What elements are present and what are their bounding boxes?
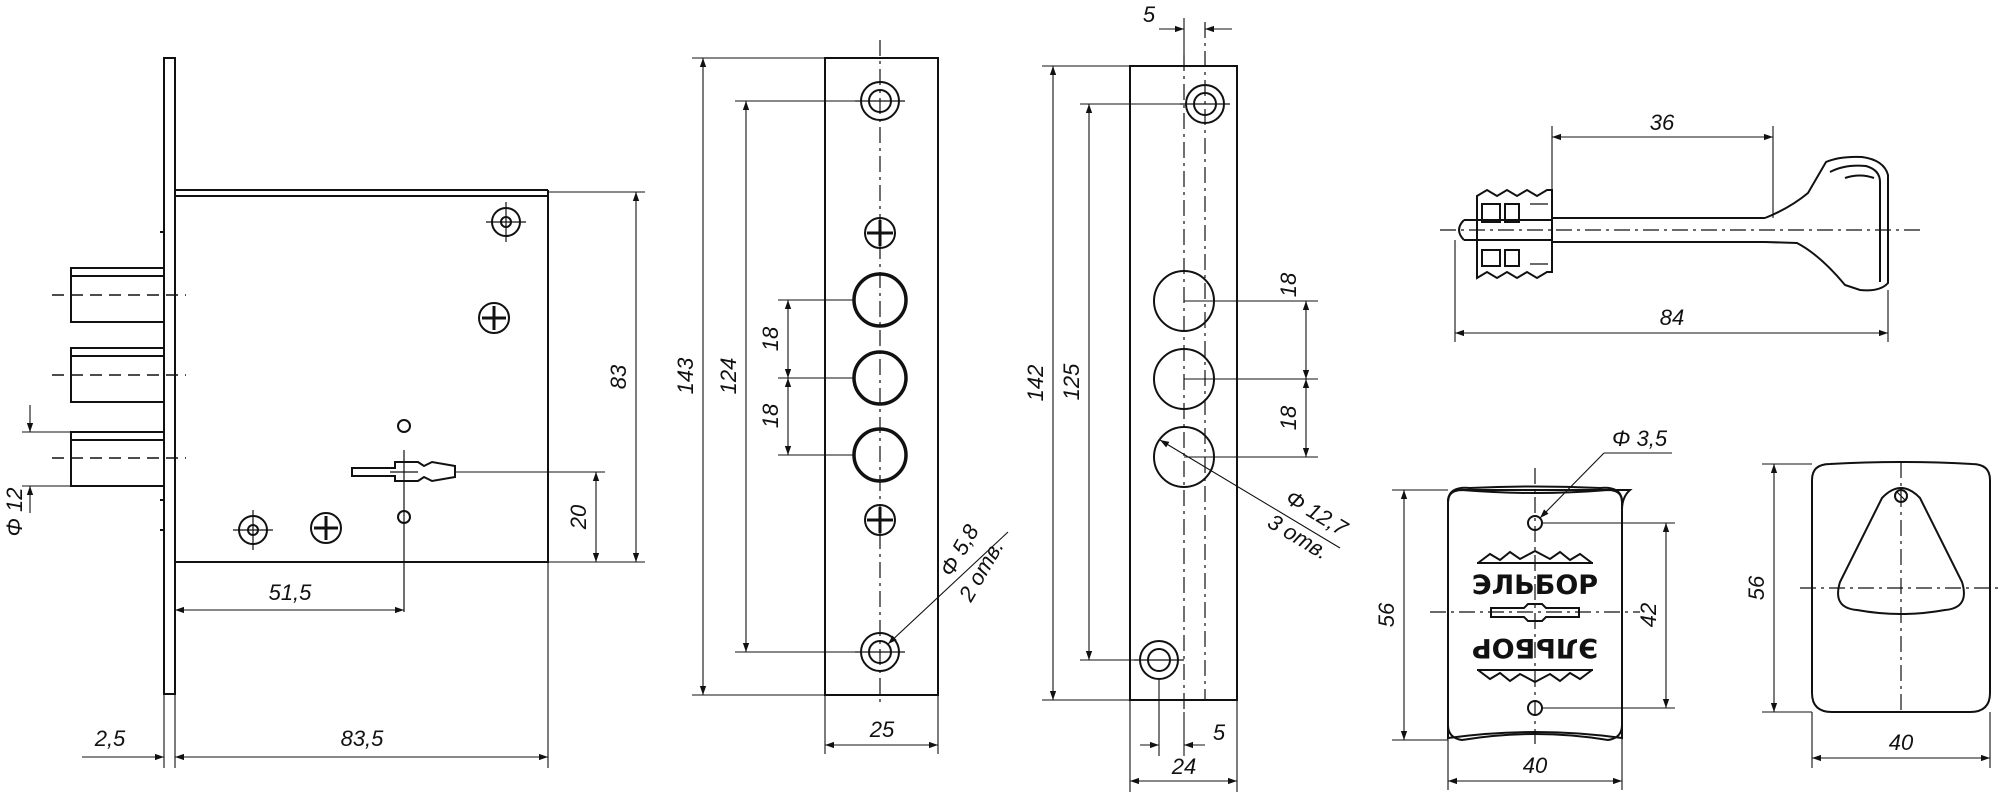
dim-escutcheon-hole: Φ 3,5 — [1539, 426, 1672, 519]
lock-body-view: Φ 12 83 20 51,5 2,5 83,5 — [2, 57, 645, 768]
dim-depth-label: 83,5 — [341, 726, 385, 751]
dim-escutcheon-front-width: 40 — [1447, 735, 1623, 790]
dim-front-plate-height-label: 143 — [673, 357, 698, 394]
dim-strike-pitch-2-label: 18 — [1276, 405, 1301, 430]
escutcheon-front-view: ЭЛЬБОР ЭЛЬБОР Φ 3,5 56 42 — [1374, 426, 1675, 790]
dim-escutcheon-front-height: 56 — [1374, 489, 1448, 741]
dim-front-plate-pitch-2-label: 18 — [758, 403, 783, 428]
dim-front-plate-mount: 124 — [716, 100, 880, 653]
key-bow — [1764, 155, 1889, 292]
front-plate-view: 143 124 18 18 Φ 5,8 2 отв. — [673, 40, 1009, 754]
dim-strike-mount: 125 — [1059, 103, 1205, 661]
dim-key-length: 84 — [1454, 240, 1889, 342]
dim-backset-label: 51,5 — [269, 580, 313, 605]
lock-fixing-holes — [233, 202, 526, 550]
dim-escutcheon-front-height-label: 56 — [1374, 602, 1399, 627]
dim-strike-pitch: 18 18 — [1184, 272, 1318, 458]
lock-case — [174, 195, 549, 563]
dim-backset: 51,5 — [175, 580, 404, 614]
dim-case-height-label: 83 — [606, 364, 631, 389]
dim-strike-top-offset-label: 5 — [1143, 2, 1156, 27]
dim-front-plate-hole: Φ 5,8 2 отв. — [887, 520, 1009, 645]
dim-escutcheon-back-height: 56 — [1744, 463, 1812, 713]
key-view: 36 84 — [1440, 110, 1920, 342]
brand-logo-mirrored: ЭЛЬБОР — [1472, 632, 1598, 684]
dim-key-length-label: 84 — [1660, 305, 1684, 330]
dim-strike-bottom-offset-label: 5 — [1213, 720, 1226, 745]
dim-front-plate-pitch: 18 18 — [758, 299, 854, 456]
dim-front-plate-mount-label: 124 — [716, 358, 741, 395]
dim-escutcheon-back-height-label: 56 — [1744, 575, 1769, 600]
escutcheon-shutter — [1837, 487, 1965, 615]
key-bit — [1476, 188, 1553, 280]
dim-strike-height: 142 — [1023, 65, 1130, 701]
dim-escutcheon-hole-pitch: 42 — [1542, 522, 1675, 709]
dim-escutcheon-back-width-label: 40 — [1889, 730, 1914, 755]
dim-plate-thickness-label: 2,5 — [94, 726, 126, 751]
dim-key-blade-label: 36 — [1650, 110, 1675, 135]
key-shaft — [1464, 217, 1765, 243]
lock-keyhole — [351, 450, 456, 612]
dim-keyhole-height-label: 20 — [566, 504, 591, 530]
dim-key-blade: 36 — [1551, 110, 1774, 218]
escutcheon-front-outline — [1447, 485, 1623, 503]
dim-strike-width-label: 24 — [1171, 754, 1196, 779]
dim-front-plate-height: 143 — [673, 57, 825, 696]
dim-cylinder-diameter-label: Φ 12 — [2, 488, 27, 537]
dim-keyhole-height: 20 — [455, 471, 605, 562]
dim-escutcheon-hole-dia-label: Φ 3,5 — [1612, 426, 1668, 451]
lock-faceplate — [163, 57, 176, 695]
brand-logo-mirrored-text: ЭЛЬБОР — [1472, 632, 1598, 663]
front-plate-outline — [824, 57, 939, 696]
dim-front-plate-width: 25 — [824, 695, 939, 754]
lock-bolts — [52, 267, 186, 487]
dim-escutcheon-front-width-label: 40 — [1523, 753, 1548, 778]
dim-cylinder-diameter: Φ 12 — [2, 405, 71, 537]
strike-plate-view: 5 142 125 18 18 Φ 12,7 — [1023, 2, 1353, 792]
dim-escutcheon-back-width: 40 — [1811, 712, 1991, 768]
dim-depth: 2,5 83,5 — [82, 562, 549, 768]
dim-escutcheon-hole-pitch-label: 42 — [1636, 603, 1661, 627]
brand-gear-top — [1477, 549, 1593, 564]
dim-strike-height-label: 142 — [1023, 365, 1048, 402]
brand-logo: ЭЛЬБОР — [1472, 570, 1598, 601]
dim-strike-hole: Φ 12,7 3 отв. — [1159, 439, 1353, 565]
dim-case-height: 83 — [548, 191, 645, 563]
escutcheon-keyhole — [1490, 603, 1580, 622]
dim-strike-top-offset: 5 — [1143, 2, 1232, 55]
dim-front-plate-width-label: 25 — [869, 717, 895, 742]
dim-strike-pitch-1-label: 18 — [1276, 272, 1301, 297]
dim-front-plate-pitch-1-label: 18 — [758, 326, 783, 351]
dim-strike-width: 5 24 — [1129, 680, 1238, 792]
escutcheon-back-outline — [1811, 461, 1991, 713]
escutcheon-back-view: 56 40 — [1744, 461, 2000, 768]
dim-strike-mount-label: 125 — [1059, 363, 1084, 400]
